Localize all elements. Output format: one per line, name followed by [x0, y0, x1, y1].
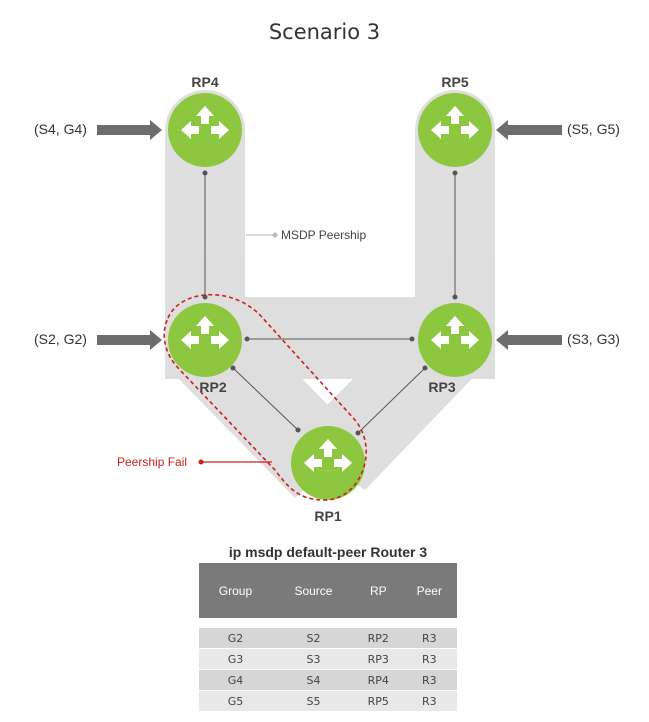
cell-peer: R3: [401, 669, 457, 691]
column-header-source: Source: [271, 563, 356, 618]
diagram-title: Scenario 3: [268, 20, 381, 44]
cell-rp: RP4: [355, 669, 402, 691]
table-row: G3 S3 RP3 R3: [199, 648, 457, 670]
cell-group: G2: [199, 627, 272, 649]
table-row: G4 S4 RP4 R3: [199, 669, 457, 691]
router-label-rp3: RP3: [428, 379, 456, 395]
router-rp5-icon: [418, 93, 492, 167]
cell-rp: RP3: [355, 648, 402, 670]
router-rp3-icon: [418, 303, 492, 377]
cell-source: S5: [271, 690, 356, 711]
msdp-topology-diagram: [97, 90, 562, 501]
link-endpoints: [202, 170, 458, 436]
cell-source: S2: [271, 627, 356, 649]
source-label-s3g3: (S3, G3): [567, 331, 620, 347]
cell-peer: R3: [401, 627, 457, 649]
msdp-peership-label: MSDP Peership: [281, 228, 367, 242]
router-rp1-icon: [291, 426, 365, 500]
arrow-s2g2: [97, 330, 162, 350]
cell-peer: R3: [401, 690, 457, 711]
cell-peer: R3: [401, 648, 457, 670]
link-rp2-rp1: [232, 367, 299, 431]
arrow-s3g3: [496, 330, 562, 350]
router-rp4-icon: [168, 93, 242, 167]
router-label-rp4: RP4: [191, 74, 219, 90]
table-row: G2 S2 RP2 R3: [199, 627, 457, 649]
source-label-s5g5: (S5, G5): [567, 121, 620, 137]
default-peer-table: Group Source RP Peer G2 S2 RP2 R3 G3 S3 …: [199, 563, 457, 711]
router-label-rp1: RP1: [314, 508, 342, 524]
router-label-rp5: RP5: [441, 74, 469, 90]
cell-rp: RP2: [355, 627, 402, 649]
table-row: G5 S5 RP5 R3: [199, 690, 457, 711]
source-arrows: [97, 120, 562, 350]
cell-group: G3: [199, 648, 272, 670]
source-label-s2g2: (S2, G2): [34, 331, 87, 347]
arrow-s4g4: [97, 120, 162, 140]
column-header-peer: Peer: [401, 563, 457, 618]
link-rp3-rp1: [357, 367, 426, 434]
peering-lines: [204, 173, 456, 434]
column-header-group: Group: [199, 563, 272, 618]
peership-fail-outline: [163, 293, 367, 501]
cell-group: G4: [199, 669, 272, 691]
table-header-row: Group Source RP Peer: [199, 563, 457, 618]
cell-source: S3: [271, 648, 356, 670]
cell-rp: RP5: [355, 690, 402, 711]
router-label-rp2: RP2: [199, 379, 227, 395]
arrow-s5g5: [496, 120, 562, 140]
peership-fail-label: Peership Fail: [117, 455, 188, 469]
cell-source: S4: [271, 669, 356, 691]
column-header-rp: RP: [355, 563, 402, 618]
cell-group: G5: [199, 690, 272, 711]
router-rp2-icon: [168, 303, 242, 377]
table-title: ip msdp default-peer Router 3: [228, 544, 428, 560]
source-label-s4g4: (S4, G4): [34, 121, 87, 137]
